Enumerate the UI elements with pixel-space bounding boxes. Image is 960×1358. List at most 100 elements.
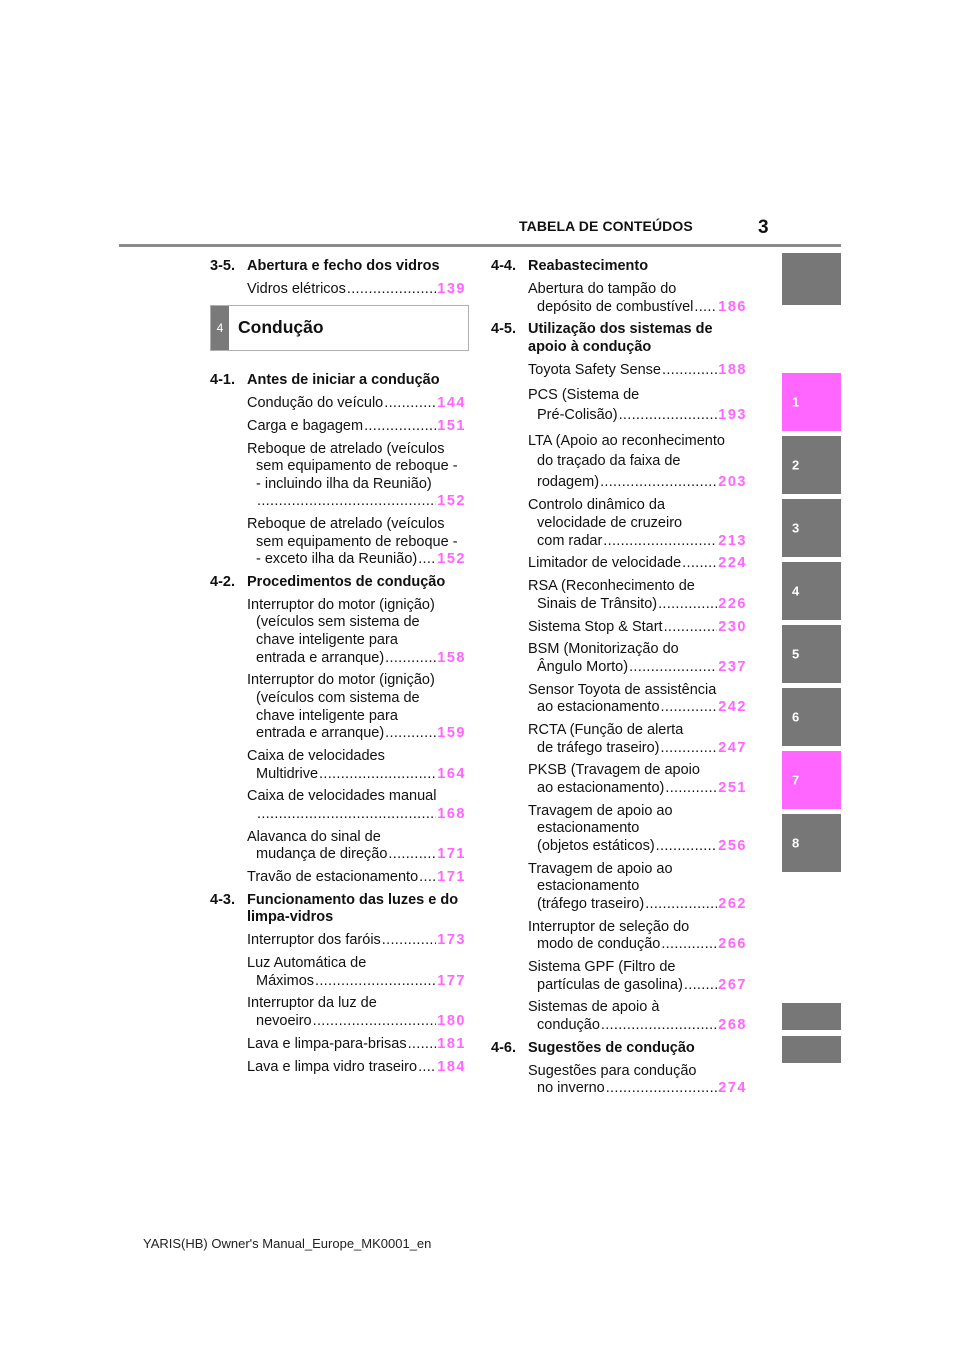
toc-entry[interactable]: Interruptor do motor (ignição)(veículos … <box>247 597 466 667</box>
page-link[interactable]: 173 <box>437 932 466 949</box>
dot-leader <box>599 472 717 493</box>
page-link[interactable]: 139 <box>437 280 466 297</box>
page-link[interactable]: 266 <box>718 936 747 953</box>
toc-entry[interactable]: Vidros elétricos 139 <box>247 281 466 299</box>
dot-leader <box>407 1036 437 1054</box>
entry-last-line: partículas de gasolina) 267 <box>528 977 747 995</box>
toc-entry[interactable]: Carga e bagagem 151 <box>247 418 466 436</box>
chapter-tab-5[interactable]: 5 <box>782 625 841 683</box>
page-link[interactable]: 152 <box>437 551 466 568</box>
toc-entry[interactable]: Interruptor dos faróis173 <box>247 932 466 950</box>
chapter-tab-6[interactable]: 6 <box>782 688 841 746</box>
toc-entry[interactable]: Sistema Stop & Start 230 <box>528 619 747 637</box>
entry-text: estacionamento <box>537 820 640 837</box>
page-link[interactable]: 164 <box>437 765 466 782</box>
page-link[interactable]: 168 <box>437 805 466 822</box>
chapter-tab-4[interactable]: 4 <box>782 562 841 620</box>
page-link[interactable]: 144 <box>437 394 466 411</box>
page-link[interactable]: 262 <box>718 895 747 912</box>
chapter-tab-2[interactable]: 2 <box>782 436 841 494</box>
entry-text: BSM (Monitorização do <box>528 641 679 658</box>
entry-last-line: entrada e arranque) 159 <box>247 725 466 743</box>
dot-leader <box>418 869 436 887</box>
page-link[interactable]: 224 <box>718 555 747 572</box>
page-link[interactable]: 186 <box>718 298 747 315</box>
toc-entry[interactable]: Limitador de velocidade224 <box>528 555 747 573</box>
page-link[interactable]: 226 <box>718 595 747 612</box>
section-heading: 4-3.Funcionamento das luzes e do limpa-v… <box>210 892 466 927</box>
page-link[interactable]: 193 <box>718 407 747 423</box>
page-link[interactable]: 268 <box>718 1017 747 1034</box>
entry-text: (objetos estáticos) <box>537 837 655 854</box>
toc-entry[interactable]: Caixa de velocidades manual168 <box>247 788 466 823</box>
toc-entry[interactable]: Lava e limpa-para-brisas 181 <box>247 1036 466 1054</box>
page-link[interactable]: 230 <box>718 618 747 635</box>
dot-leader <box>602 533 717 551</box>
entry-text: PCS (Sistema de <box>528 386 640 403</box>
page-link[interactable]: 274 <box>718 1080 747 1097</box>
toc-entry[interactable]: Toyota Safety Sense188 <box>528 362 747 380</box>
page-link[interactable]: 180 <box>437 1013 466 1029</box>
page-link[interactable]: 159 <box>437 725 466 742</box>
page-link[interactable]: 267 <box>718 976 747 993</box>
page-link[interactable]: 247 <box>718 739 747 756</box>
page-link[interactable]: 213 <box>718 532 747 549</box>
page-link[interactable]: 203 <box>718 473 747 490</box>
toc-entry[interactable]: Condução do veículo 144 <box>247 395 466 413</box>
page-link[interactable]: 251 <box>718 780 747 796</box>
chapter-tab-label: 1 <box>792 394 800 410</box>
toc-entry[interactable]: Lava e limpa vidro traseiro184 <box>247 1059 466 1077</box>
entry-text: Vidros elétricos <box>247 280 346 297</box>
section-number: 4-1. <box>210 372 235 389</box>
dot-leader <box>363 418 436 436</box>
page-link[interactable]: 158 <box>437 649 466 666</box>
entry-text: Interruptor da luz de <box>247 995 377 1012</box>
entry-last-line: de tráfego traseiro) 247 <box>528 740 747 758</box>
page-link[interactable]: 181 <box>437 1035 466 1052</box>
toc-entry[interactable]: Travão de estacionamento 171 <box>247 869 466 887</box>
page-link[interactable]: 237 <box>718 658 747 675</box>
entry-last-line: Ângulo Morto) 237 <box>528 659 747 677</box>
dot-leader <box>693 299 717 317</box>
page-link[interactable]: 256 <box>718 837 747 854</box>
page-link[interactable]: 152 <box>437 493 466 510</box>
page-link[interactable]: 171 <box>437 869 466 886</box>
chapter-tab-8[interactable]: 8 <box>782 814 841 872</box>
page-link[interactable]: 184 <box>437 1058 466 1075</box>
page-link[interactable]: 242 <box>718 699 747 716</box>
page-link[interactable]: 188 <box>718 361 747 378</box>
chapter-tab-3[interactable]: 3 <box>782 499 841 557</box>
entry-text: RCTA (Função de alerta <box>528 722 684 739</box>
page-link[interactable]: 151 <box>437 417 466 434</box>
chapter-tab-1[interactable]: 1 <box>782 373 841 431</box>
entry-text: ao estacionamento) <box>537 780 665 796</box>
entry-text: Sugestões para condução <box>528 1062 697 1079</box>
toc-entry[interactable]: Interruptor do motor (ignição)(veículos … <box>247 672 466 742</box>
page-link[interactable]: 177 <box>437 972 466 989</box>
side-tab-blank-top <box>782 253 841 305</box>
chapter-tab-7[interactable]: 7 <box>782 751 841 809</box>
page-link[interactable]: 171 <box>437 846 466 863</box>
